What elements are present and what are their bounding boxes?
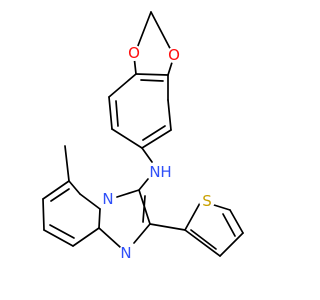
- atom-oxygen-1-label: O: [128, 44, 140, 62]
- bond: [142, 195, 146, 223]
- bond: [190, 229, 217, 250]
- bond: [98, 227, 121, 248]
- atom-label-layer: O O N H N N S: [100, 44, 215, 262]
- bond: [79, 193, 101, 210]
- chemical-structure-diagram: O O N H N N S: [42, 11, 244, 262]
- atom-oxygen-1: O: [126, 44, 142, 62]
- bond: [138, 178, 149, 191]
- bond: [141, 147, 153, 163]
- atom-bridgehead-nitrogen: N: [100, 190, 116, 208]
- bond: [140, 79, 164, 82]
- bond: [115, 100, 119, 127]
- bond: [108, 73, 137, 98]
- atom-oxygen-2: O: [166, 46, 182, 64]
- bond: [229, 209, 244, 234]
- bond: [149, 223, 186, 231]
- atom-amine-hydrogen-label: H: [160, 163, 171, 181]
- bond: [64, 145, 70, 182]
- atom-thiophene-sulfur: S: [199, 192, 215, 210]
- bond: [222, 213, 236, 237]
- bond: [42, 180, 70, 200]
- atom-amine-nitrogen: N H: [147, 163, 172, 181]
- atom-bridgehead-nitrogen-label: N: [102, 190, 113, 208]
- bond: [43, 229, 74, 247]
- bond: [219, 232, 244, 257]
- atom-imidazole-nitrogen-label: N: [120, 244, 131, 262]
- bond: [167, 99, 172, 131]
- bond: [49, 224, 75, 239]
- atom-thiophene-sulfur-label: S: [202, 192, 212, 210]
- bond: [142, 125, 166, 141]
- bond: [141, 129, 172, 149]
- atom-imidazole-nitrogen: N: [118, 244, 134, 262]
- bond: [50, 188, 70, 202]
- bond: [184, 202, 201, 231]
- bond: [213, 204, 231, 211]
- bond: [184, 229, 221, 257]
- bond: [133, 223, 151, 244]
- bond-layer: [42, 11, 244, 257]
- bond: [111, 128, 143, 149]
- bond: [135, 73, 169, 76]
- bond: [108, 96, 113, 130]
- bond: [116, 189, 140, 198]
- atom-amine-nitrogen-label: N: [149, 163, 160, 181]
- bond: [98, 208, 101, 229]
- bond: [72, 227, 100, 247]
- bond: [42, 198, 45, 231]
- atom-oxygen-2-label: O: [168, 46, 180, 64]
- bond: [68, 180, 81, 195]
